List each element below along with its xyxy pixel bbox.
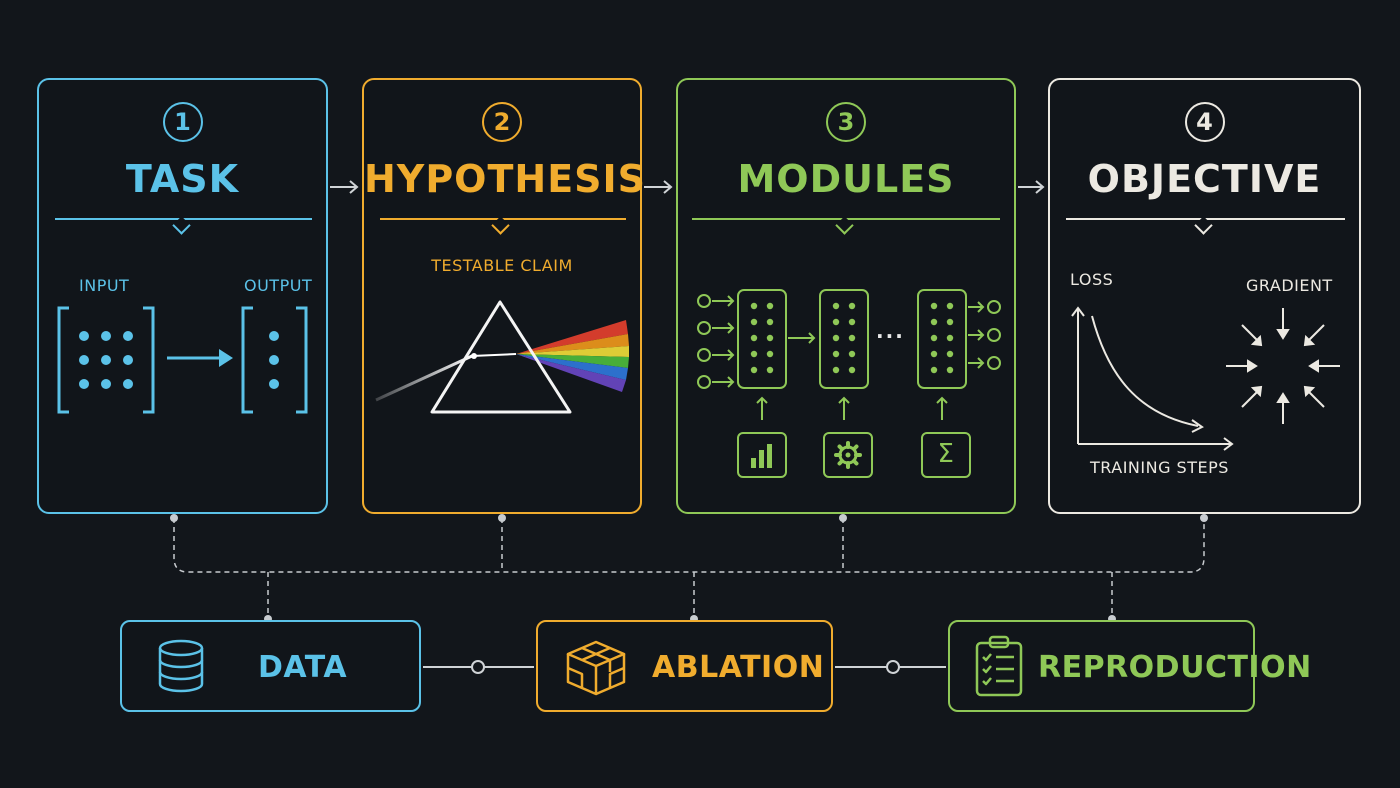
module-network [697, 289, 1001, 420]
loss-curve-icon [1071, 306, 1234, 451]
arrow-task-hypothesis [330, 180, 359, 194]
training-steps-label: TRAINING STEPS [1090, 458, 1229, 477]
objective-panel: 4 OBJECTIVE LOSS GRADIENT TRAINING STEPS [1048, 78, 1361, 514]
testable-claim-caption: TESTABLE CLAIM [431, 256, 573, 275]
gradient-label: GRADIENT [1246, 276, 1333, 295]
cube-icon [566, 640, 626, 696]
arrow-modules-objective [1018, 180, 1045, 194]
prism-icon [375, 300, 629, 414]
panel-title: OBJECTIVE [1087, 157, 1322, 201]
input-label: INPUT [79, 276, 130, 295]
input-output-matrix-icon [57, 306, 308, 414]
hypothesis-panel: 2 HYPOTHESIS TESTABLE CLAIM [362, 78, 647, 514]
sigma-icon [921, 432, 971, 478]
clipboard-checklist-icon [975, 635, 1023, 697]
step-number: 1 [162, 102, 203, 142]
step-number: 2 [482, 102, 522, 142]
step-number: 3 [826, 102, 866, 142]
step-number: 4 [1184, 102, 1225, 142]
modules-panel: 3 MODULES [676, 78, 1016, 514]
bar-chart-icon [737, 432, 787, 478]
panel-title: MODULES [737, 157, 955, 201]
dashed-bus [173, 518, 1205, 573]
panel-title: HYPOTHESIS [364, 157, 647, 201]
reproduction-box: REPRODUCTION [948, 620, 1311, 712]
arrow-hypothesis-modules [644, 180, 673, 194]
task-panel: 1 TASK INPUT OUTPUT [37, 78, 328, 514]
output-label: OUTPUT [244, 276, 313, 295]
gear-icon [823, 432, 873, 478]
data-label: DATA [258, 650, 348, 685]
ablation-label: ABLATION [652, 650, 825, 685]
sigma-glyph: Σ [937, 439, 955, 469]
reproduction-label: REPRODUCTION [1038, 650, 1312, 685]
ablation-box: ABLATION [536, 620, 833, 712]
database-icon [158, 639, 204, 693]
loss-axis-label: LOSS [1070, 270, 1114, 289]
panel-title: TASK [125, 157, 240, 201]
ellipsis: ··· [876, 324, 905, 348]
gradient-converge-icon [1226, 308, 1340, 424]
data-box: DATA [120, 620, 421, 712]
